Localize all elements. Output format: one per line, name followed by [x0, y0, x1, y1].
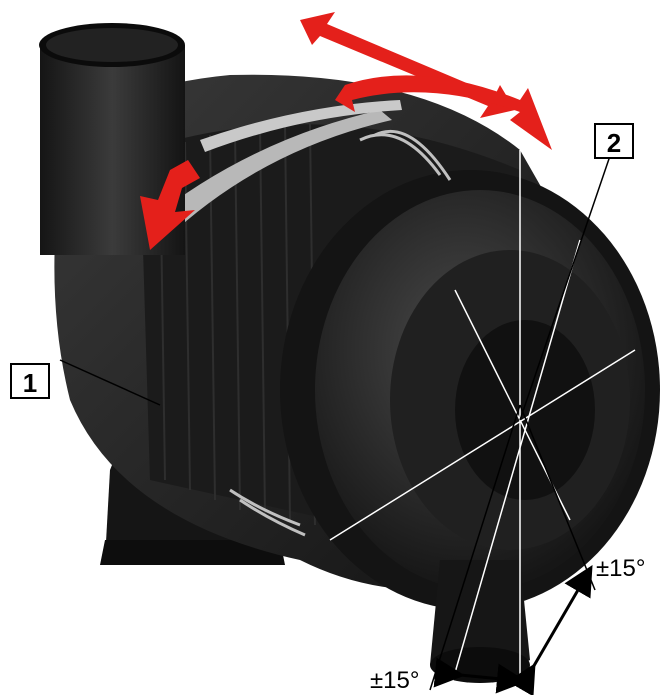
- angle-lines: [59, 149, 613, 691]
- dust-valve: [430, 560, 530, 683]
- front-cover: [280, 170, 660, 610]
- angle-label-bottom: ±15°: [370, 667, 420, 694]
- angle-arrows: [433, 565, 593, 695]
- callout-label-2: 2: [594, 123, 634, 159]
- angle-label-right: ±15°: [596, 555, 646, 582]
- latch-clips: [229, 129, 452, 537]
- rotation-arrows: [140, 12, 552, 250]
- callout-label-1: 1: [10, 363, 50, 399]
